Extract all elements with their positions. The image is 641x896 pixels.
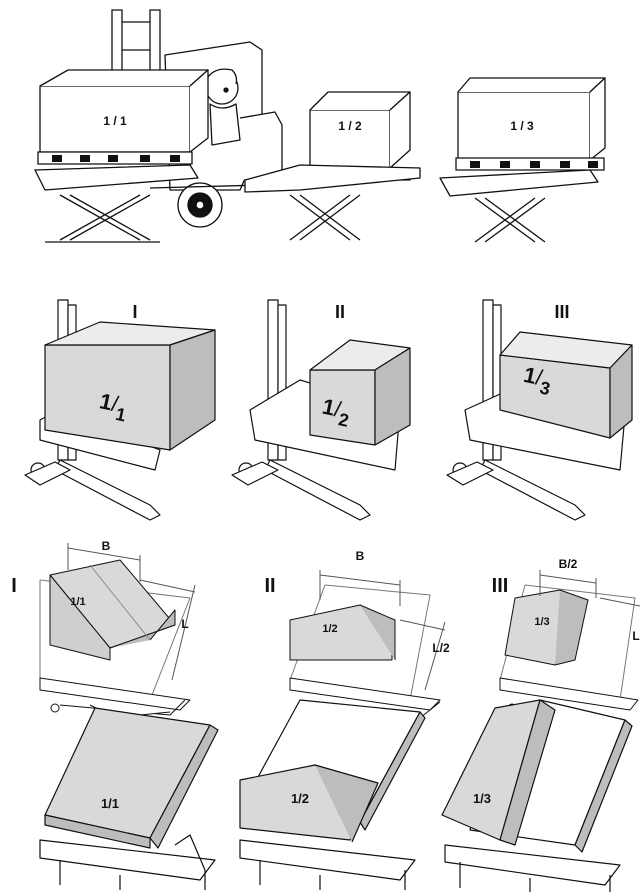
row3-roman-2: II [264, 575, 275, 597]
row2-panel-1: I 1/1 [24, 299, 216, 521]
svg-text:1/1: 1/1 [96, 388, 130, 425]
row2-fraction-num-2: 1 [320, 394, 337, 421]
row2-pallet-stackers: I 1/1 II [24, 299, 633, 521]
row3-length-label-2: L/2 [432, 641, 450, 655]
row2-roman-2: II [335, 302, 345, 322]
svg-text:1/2: 1/2 [319, 394, 353, 431]
row4-panel-1: 1/1 [39, 707, 219, 890]
row1-scissor-lifts: 1 / 1 1 / 2 [34, 9, 606, 243]
scissor-lift-icon [474, 197, 546, 243]
pallet-icon [455, 157, 605, 171]
row2-roman-3: III [554, 302, 569, 322]
row3-tilt-tables: I B L 1/1 II [11, 539, 641, 726]
row3-width-label-1: B [102, 539, 111, 553]
row1-box-label-3: 1 / 3 [510, 119, 534, 133]
row1-box-label-1: 1 / 1 [103, 114, 127, 128]
row2-fraction-den-3: 3 [538, 377, 552, 399]
row4-box-label-2: 1/2 [291, 791, 309, 806]
svg-text:1/3: 1/3 [520, 362, 554, 399]
scissor-lift-icon [45, 194, 160, 243]
row4-tilted-platforms: 1/1 1/2 1/3 [39, 699, 633, 892]
row3-length-label-3: L [632, 629, 639, 643]
row3-roman-3: III [492, 575, 509, 597]
row4-panel-2: 1/2 [239, 699, 426, 890]
row3-box-label-2: 1/2 [322, 623, 337, 635]
row2-panel-3: III 1/3 [446, 299, 633, 521]
row2-roman-1: I [132, 302, 137, 322]
row1-panel-3: 1 / 3 [439, 77, 606, 243]
pallet-icon [37, 151, 193, 165]
row1-box-label-2: 1 / 2 [338, 119, 362, 133]
row2-fraction-den-1: 1 [114, 404, 128, 426]
row2-fraction-num-3: 1 [521, 362, 538, 389]
row4-box-label-1: 1/1 [101, 796, 119, 811]
row4-panel-3: 1/3 [441, 699, 633, 892]
row2-fraction-den-2: 2 [337, 409, 351, 431]
operator-icon [205, 68, 241, 146]
row3-panel-3: III B/2 L 1/3 [492, 557, 641, 724]
row3-width-label-3: B/2 [559, 557, 578, 571]
scissor-lift-icon [289, 194, 361, 241]
row3-box-label-3: 1/3 [534, 616, 549, 628]
row2-fraction-num-1: 1 [97, 388, 114, 415]
row3-roman-1: I [11, 575, 17, 597]
row3-box-label-1: 1/1 [70, 596, 85, 608]
row4-box-label-3: 1/3 [473, 791, 491, 806]
row3-length-label-1: L [181, 617, 188, 631]
row3-panel-1: I B L 1/1 [11, 539, 196, 726]
row3-width-label-2: B [356, 549, 365, 563]
row3-panel-2: II B L/2 1/2 [264, 549, 450, 724]
row2-panel-2: II 1/2 [231, 299, 411, 521]
row1-panel-1: 1 / 1 [34, 9, 283, 243]
row1-panel-2: 1 / 2 [244, 91, 421, 241]
